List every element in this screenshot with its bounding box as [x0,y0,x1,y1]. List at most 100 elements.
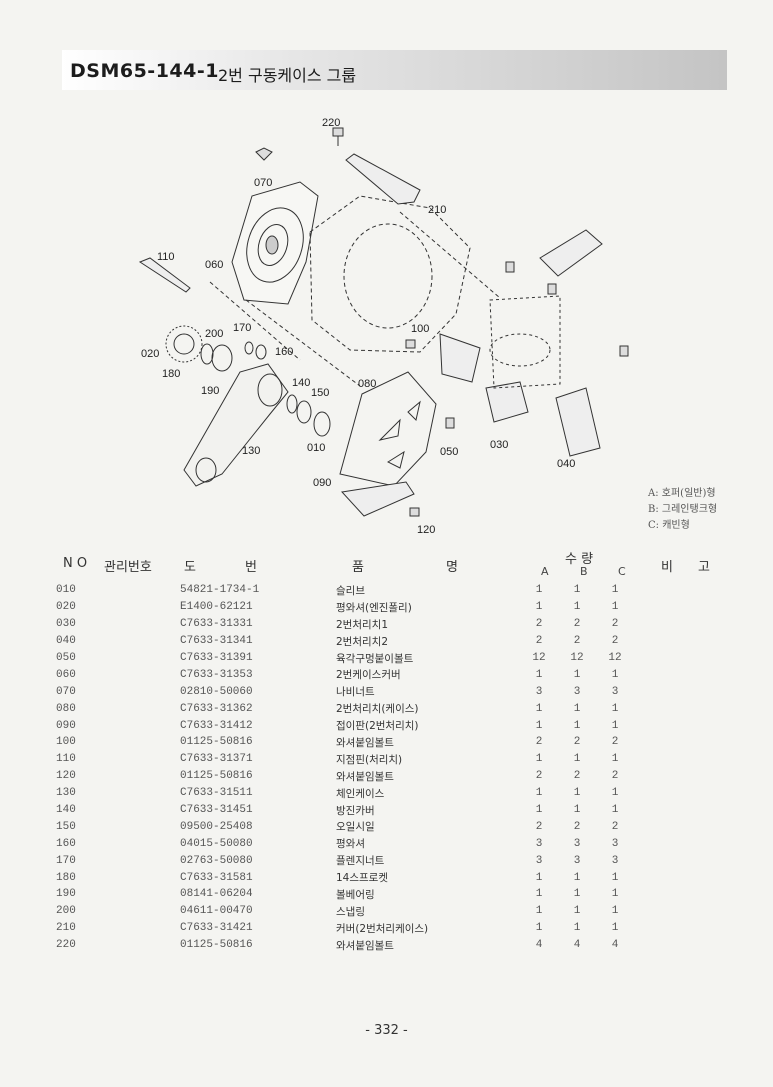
callout-180: 180 [162,368,180,380]
callout-090: 090 [313,477,331,489]
part-name: 오일시일 [336,821,375,834]
part-no: 110 [56,753,76,766]
callout-110: 110 [157,251,175,263]
case-cover-part [231,181,319,305]
header-remark-1: 비 [661,560,673,575]
part-name: 와셔붙임볼트 [336,736,394,749]
qty-b: 3 [573,685,581,698]
part-name: 볼베어링 [336,888,375,901]
qty-a: 1 [535,888,543,901]
part-name: 2번케이스커버 [336,669,401,682]
qty-a: 3 [535,854,543,867]
part-no: 170 [56,854,76,867]
header-name-2: 명 [446,560,458,575]
drawing-no: 54821-1734-1 [180,584,260,597]
part-name: 평와셔 [336,838,365,851]
part-no: 090 [56,719,76,732]
header-drawing-2: 번 [245,560,257,575]
drawing-no: 02763-50080 [180,854,253,867]
callout-130: 130 [242,445,260,457]
drawing-no: 04015-50080 [180,837,253,850]
qty-b: 1 [573,888,581,901]
drawing-no: C7633-31341 [180,635,253,648]
qty-c: 3 [611,854,619,867]
part-no: 080 [56,702,76,715]
qty-a: 2 [535,770,543,783]
qty-c: 1 [611,888,619,901]
part-name: 방진카버 [336,804,375,817]
qty-c: 3 [611,837,619,850]
qty-c: 1 [611,753,619,766]
part-no: 050 [56,652,76,664]
drawing-no: C7633-31353 [180,668,253,681]
drawing-no: C7633-31362 [180,702,253,715]
callout-100: 100 [411,323,429,335]
qty-b: 1 [573,753,581,766]
drawing-no: 09500-25408 [180,820,253,833]
group-code: DSM65-144-1 [70,60,219,82]
part-no: 100 [56,736,76,749]
qty-c: 2 [611,770,619,783]
qty-a: 3 [535,837,543,850]
callout-160: 160 [275,346,293,358]
header-no: N O [63,556,88,571]
callout-190: 190 [201,385,219,397]
qty-b: 4 [573,939,581,952]
qty-a: 1 [535,601,543,614]
callout-170: 170 [233,322,251,334]
callout-010: 010 [307,442,325,454]
qty-c: 1 [611,905,619,918]
callout-120: 120 [417,524,435,536]
part-no: 210 [56,922,76,935]
qty-a: 1 [535,871,543,884]
title-bar [62,50,727,90]
part-no: 030 [56,618,76,631]
part-name: 2번처리치(케이스) [336,703,419,716]
qty-b: 12 [570,652,584,664]
page-number: - 332 - [365,1023,408,1038]
qty-b: 1 [573,804,581,817]
exploded-parts-diagram: 220 210 070 060 110 020 200 170 160 180 … [138,117,629,536]
qty-b: 1 [573,787,581,800]
drawing-no: 01125-50816 [180,736,253,749]
qty-a: 2 [535,736,543,749]
qty-b: 1 [573,702,581,715]
qty-c: 4 [611,939,619,952]
header-qty-b: B [580,565,588,578]
part-name: 와셔붙임볼트 [336,939,394,952]
part-no: 190 [56,888,76,901]
header-mgmt: 관리번호 [104,560,152,575]
callout-150: 150 [311,387,329,399]
qty-c: 1 [611,702,619,715]
qty-b: 1 [573,719,581,732]
qty-a: 2 [535,635,543,648]
part-no: 140 [56,804,76,817]
callout-labels: 220 210 070 060 110 020 200 170 160 180 … [141,117,575,536]
header-qty-a: A [541,565,549,578]
qty-a: 1 [535,753,543,766]
table-row: 190 08141-06204 볼베어링 1 1 1 [56,886,634,903]
part-no: 010 [56,584,76,597]
part-name: 플렌지너트 [336,855,385,868]
drawing-no: 01125-50816 [180,770,253,783]
qty-c: 2 [611,736,619,749]
drawing-no: 08141-06204 [180,888,253,901]
drawing-no: C7633-31511 [180,787,253,800]
chain-case-part [183,363,289,487]
part-no: 150 [56,820,76,833]
qty-b: 1 [573,905,581,918]
part-no: 200 [56,905,76,918]
